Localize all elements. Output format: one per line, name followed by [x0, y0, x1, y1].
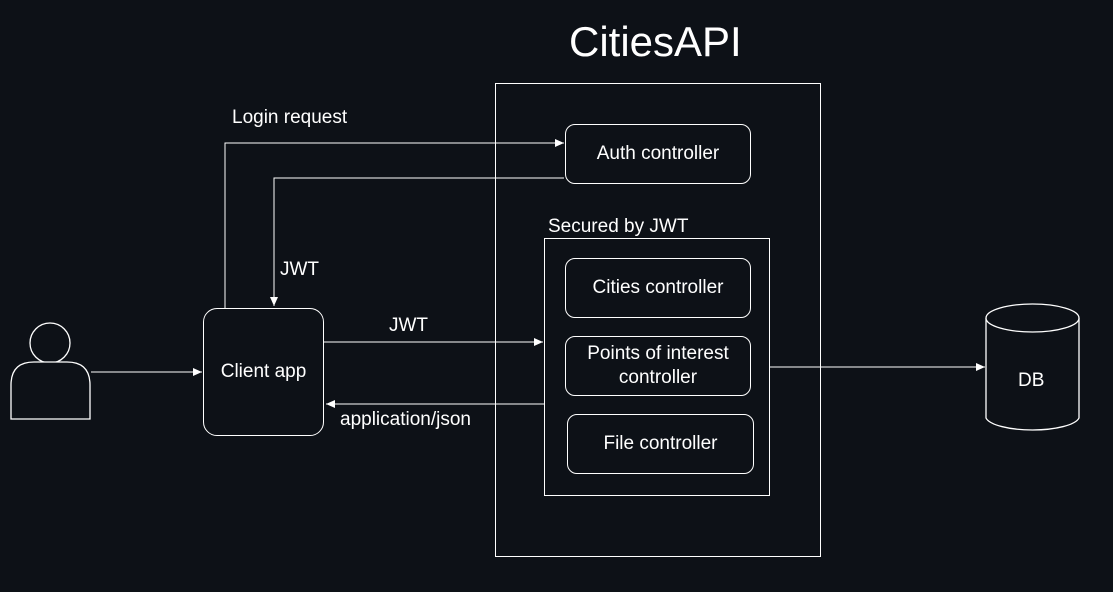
edge-login-request — [224, 139, 564, 308]
diagram-title: CitiesAPI — [569, 18, 742, 65]
user-icon — [10, 322, 91, 420]
database-icon — [985, 303, 1080, 431]
secured-group — [544, 238, 770, 496]
edge-label-login-request: Login request — [232, 107, 348, 128]
edge-jwt-return — [270, 177, 564, 306]
db-label: DB — [1018, 370, 1045, 391]
edge-label-jwt-return: JWT — [280, 259, 320, 280]
cities-controller-node: Cities controller — [565, 258, 751, 318]
api-container — [495, 83, 821, 557]
edge-label-jwt-request: JWT — [389, 315, 429, 336]
secured-group-label: Secured by JWT — [548, 216, 689, 237]
auth-controller-node: Auth controller — [565, 124, 751, 184]
file-controller-node: File controller — [567, 414, 754, 474]
poi-controller-node: Points of interest controller — [565, 336, 751, 396]
edge-label-json-response: application/json — [340, 409, 471, 430]
client-app-node: Client app — [203, 308, 324, 436]
